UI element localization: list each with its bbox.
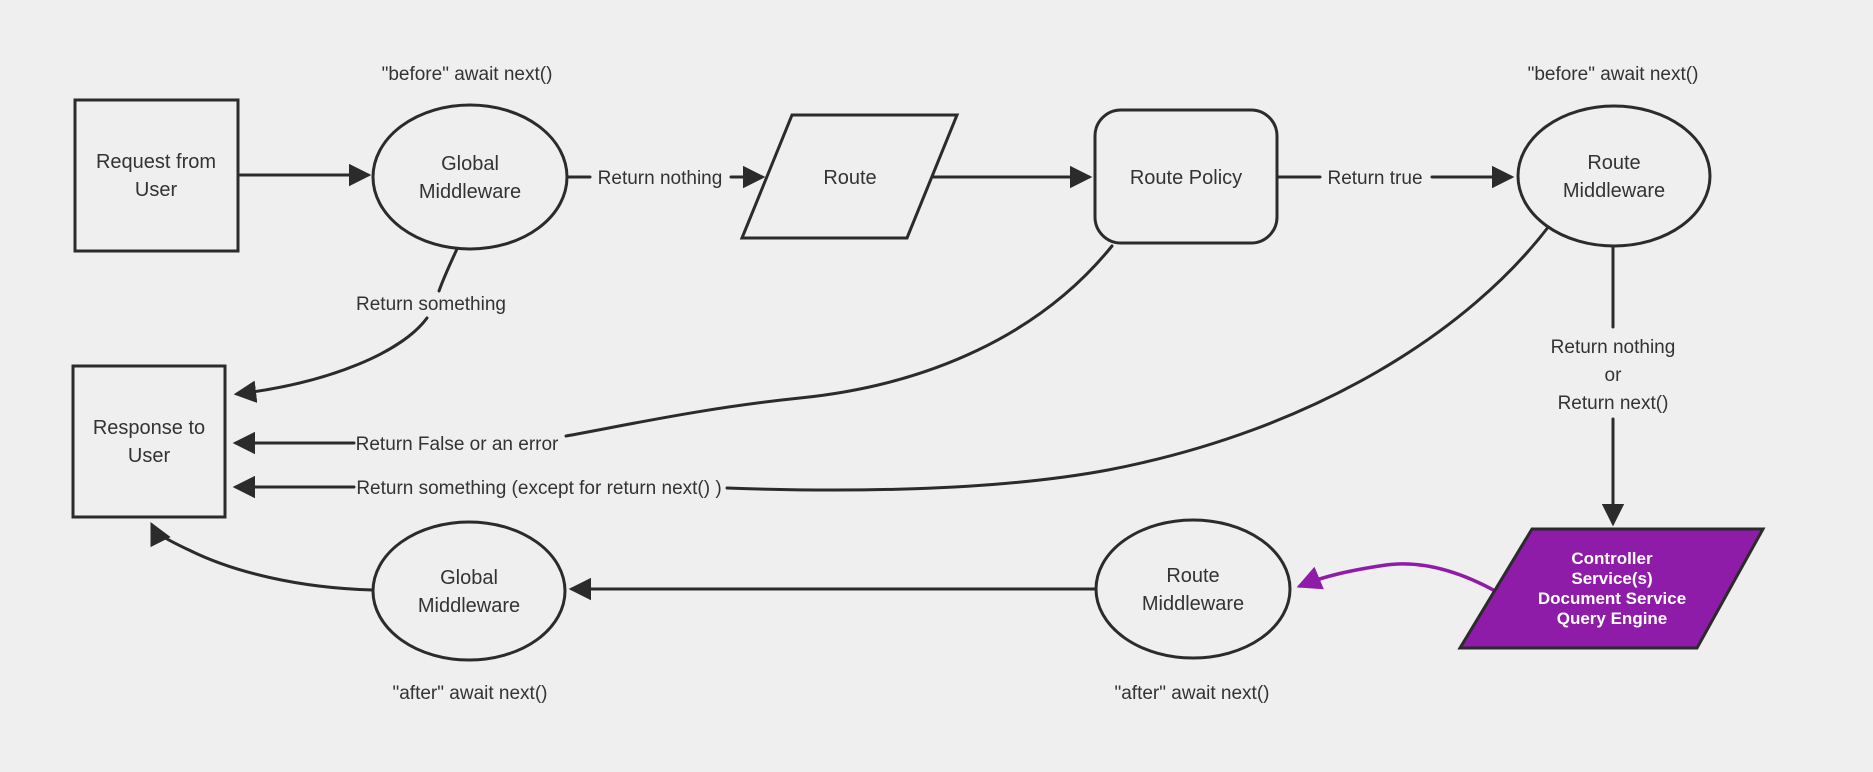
route-middleware-bottom-label-line2: Middleware xyxy=(1142,593,1244,615)
label-return-false-or-error: Return False or an error xyxy=(356,434,559,455)
node-route: Route xyxy=(739,113,960,240)
node-global-middleware-top: Global Middleware xyxy=(371,103,569,251)
label-return-nothing-or-line3: Return next() xyxy=(1558,393,1669,414)
edge-global-bottom-to-response xyxy=(150,521,375,592)
label-return-true: Return true xyxy=(1327,168,1422,189)
label-after-await-next-right: "after" await next() xyxy=(1115,683,1270,704)
edge-controller-to-route-middleware-bottom xyxy=(1296,562,1499,594)
route-label: Route xyxy=(823,167,876,189)
controller-label-line3: Document Service xyxy=(1538,589,1686,608)
edge-global-to-return-something-stub xyxy=(437,247,459,293)
response-to-user-label-line2: User xyxy=(128,445,171,467)
route-middleware-bottom-label-line1: Route xyxy=(1166,565,1219,587)
label-before-await-next-right: "before" await next() xyxy=(1528,64,1699,85)
controller-label-line1: Controller xyxy=(1571,549,1653,568)
label-after-await-next-left: "after" await next() xyxy=(393,683,548,704)
route-middleware-top-ellipse xyxy=(1516,104,1712,248)
controller-services-parallelogram xyxy=(1457,527,1766,650)
route-middleware-bottom-ellipse xyxy=(1094,518,1292,660)
global-middleware-top-label-line1: Global xyxy=(441,153,499,175)
label-return-nothing-or-line1: Return nothing xyxy=(1551,337,1676,358)
response-to-user-label-line1: Response to xyxy=(93,417,205,439)
label-return-nothing: Return nothing xyxy=(598,168,723,189)
label-return-nothing-or-line2: or xyxy=(1605,365,1623,386)
request-from-user-box xyxy=(73,98,240,253)
node-route-policy: Route Policy xyxy=(1093,108,1279,245)
node-route-middleware-bottom: Route Middleware xyxy=(1094,518,1292,660)
request-from-user-label-line2: User xyxy=(135,179,178,201)
node-response-to-user: Response to User xyxy=(71,364,227,519)
node-controller-services: Controller Service(s) Document Service Q… xyxy=(1457,527,1766,650)
controller-label-line4: Query Engine xyxy=(1557,609,1668,628)
label-before-await-next-left: "before" await next() xyxy=(382,64,553,85)
controller-label-line2: Service(s) xyxy=(1571,569,1652,588)
node-route-middleware-top: Route Middleware xyxy=(1516,104,1712,248)
edge-return-something-to-response xyxy=(233,316,429,403)
global-middleware-top-label-line2: Middleware xyxy=(419,181,521,203)
label-return-something-except: Return something (except for return next… xyxy=(356,478,721,499)
route-policy-box xyxy=(1093,108,1279,245)
response-to-user-box xyxy=(71,364,227,519)
route-policy-label: Route Policy xyxy=(1130,167,1242,189)
global-middleware-bottom-label-line2: Middleware xyxy=(418,595,520,617)
edge-policy-to-return-false-curve xyxy=(564,244,1114,438)
edge-route-middleware-to-return-something-except-curve xyxy=(725,224,1551,492)
route-parallelogram xyxy=(739,113,960,240)
global-middleware-top-ellipse xyxy=(371,103,569,251)
edge-labels: "before" await next() "before" await nex… xyxy=(356,64,1699,704)
nodes: Request from User Global Middleware Rout… xyxy=(71,98,1766,662)
edges xyxy=(150,163,1625,601)
global-middleware-bottom-ellipse xyxy=(371,520,567,662)
node-request-from-user: Request from User xyxy=(73,98,240,253)
route-middleware-top-label-line1: Route xyxy=(1587,152,1640,174)
route-middleware-top-label-line2: Middleware xyxy=(1563,180,1665,202)
label-return-something: Return something xyxy=(356,294,506,315)
global-middleware-bottom-label-line1: Global xyxy=(440,567,498,589)
node-global-middleware-bottom: Global Middleware xyxy=(371,520,567,662)
request-from-user-label-line1: Request from xyxy=(96,151,216,173)
